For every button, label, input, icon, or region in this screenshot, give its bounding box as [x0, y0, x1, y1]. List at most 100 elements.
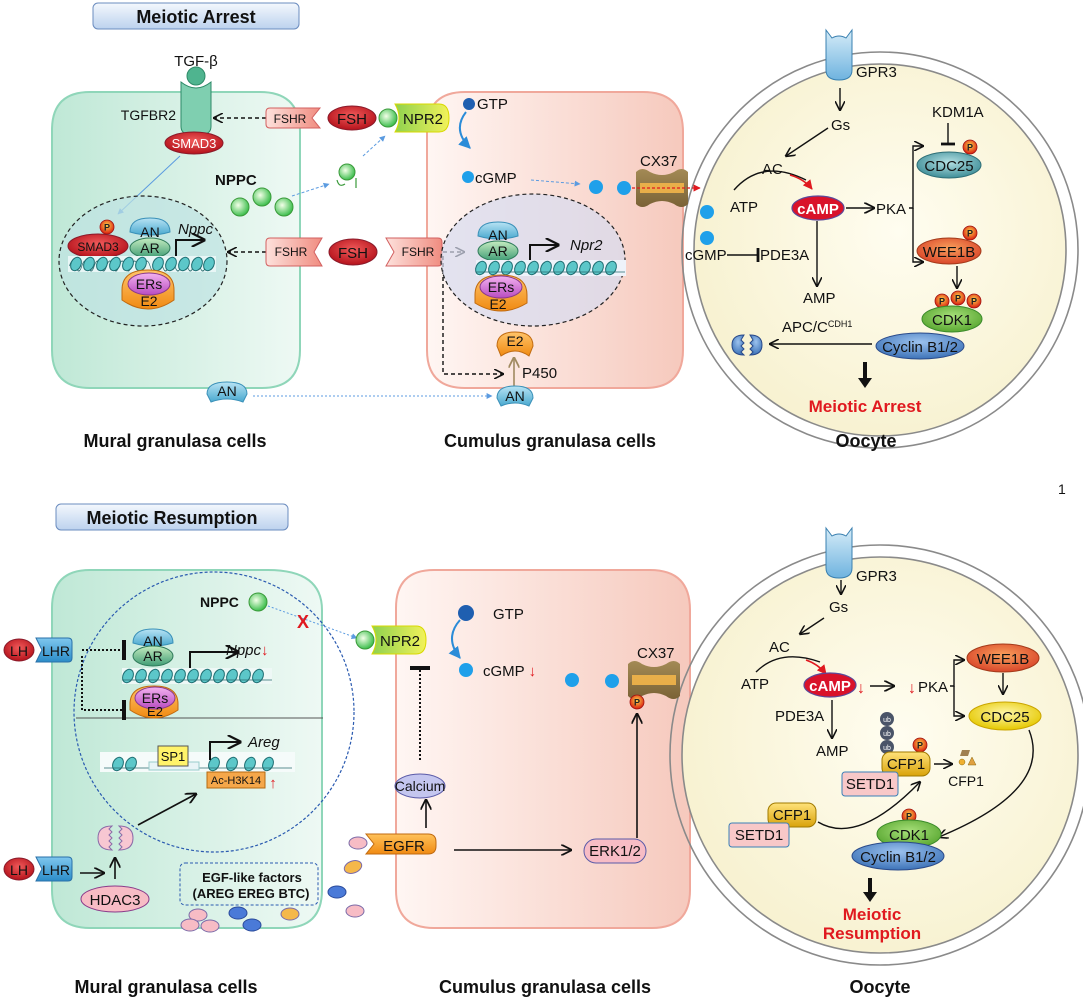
lhr-inhibits-ers [81, 656, 126, 720]
gtp-molecule [458, 605, 474, 621]
fsh-hormone-1 [327, 105, 377, 131]
oocyte-cell [681, 51, 1079, 449]
gpr3-label: GPR3 [856, 568, 897, 585]
pka-to-cdc25-arrow [953, 686, 964, 716]
an-cumulus-substrate-label: AN [505, 388, 524, 404]
ers-receptor [127, 272, 171, 296]
blocked-x-icon: X [297, 612, 309, 632]
setd1-free-label: SETD1 [735, 827, 783, 844]
pka-to-wee1b-arrow [950, 660, 964, 687]
ac-h3k14-mark [206, 771, 266, 789]
gpr3-label: GPR3 [856, 64, 897, 81]
cyclin-b-protein [875, 332, 965, 360]
erk12-kinase [583, 838, 647, 864]
degraded-cfp1-icon [958, 750, 977, 766]
lhr-receptor-1 [35, 637, 73, 663]
p450-label: P450 [522, 365, 557, 382]
setd1-protein [841, 771, 899, 797]
cdk1-label: CDK1 [932, 312, 972, 329]
cgmp-oocyte-label: cGMP [685, 247, 727, 264]
egf-ligand-particles [180, 836, 368, 933]
fsh-hormone-2 [328, 238, 378, 266]
ar-label: AR [140, 240, 159, 256]
cx37-gap-junction [628, 661, 680, 699]
lhr-label-1: LHR [42, 643, 70, 659]
meiotic-resumption-outcome-line1: Meiotic [843, 905, 902, 924]
erk12-label: ERK1/2 [589, 843, 641, 860]
cx37-label: CX37 [637, 645, 675, 662]
cdc25-protein [968, 701, 1042, 731]
cgmp-molecule [700, 205, 714, 219]
wee1b-label: WEE1B [923, 244, 976, 261]
svg-text:ub: ub [883, 717, 891, 724]
e2-label: E2 [147, 704, 163, 719]
cfp1-protein-free [767, 802, 817, 828]
gtp-molecule [463, 98, 475, 110]
fshr-label-3: FSHR [402, 245, 435, 259]
gs-to-ac-arrow [786, 127, 829, 156]
pde3a-label: PDE3A [775, 708, 824, 725]
chromatin-dna [120, 667, 272, 685]
npr2-label: NPR2 [403, 111, 443, 128]
egf-like-factors-box [179, 862, 319, 906]
egfr-label: EGFR [383, 838, 425, 855]
areg-gene-label: Areg [247, 734, 280, 751]
setd1-label: SETD1 [846, 776, 894, 793]
camp-molecule [803, 672, 857, 698]
nppc-gene-label: Nppc [178, 221, 214, 238]
atp-label: ATP [741, 676, 769, 693]
calcium-ion [394, 773, 446, 799]
amp-label: AMP [816, 743, 849, 760]
oocyte-label: Oocyte [835, 431, 896, 451]
npr2-transcription-arrow [529, 245, 558, 262]
e2-label: E2 [140, 293, 157, 309]
nppc-to-npr2-arrow [362, 135, 386, 157]
cyclin-b-protein [851, 841, 945, 871]
chromatin-dna [473, 259, 625, 277]
lh-hormone-2 [3, 857, 35, 881]
nppc-peptide [248, 592, 268, 612]
ar-cumulus-label: AR [488, 243, 507, 259]
cgmp-molecule [617, 181, 631, 195]
mural-cells-label: Mural granulasa cells [83, 431, 266, 451]
cdc25-protein [916, 151, 982, 179]
cgmp-molecule [565, 673, 579, 687]
cumulus-cells-label: Cumulus granulasa cells [439, 977, 651, 997]
page-number: 1 [1058, 481, 1066, 497]
fshr-receptor-1 [265, 107, 322, 129]
an-cumulus [496, 385, 534, 407]
setd1-protein-free [728, 822, 790, 848]
lh-label-1: LH [10, 643, 28, 659]
gtp-to-cgmp-arrow [448, 619, 461, 659]
fshr-label-1: FSHR [274, 112, 307, 126]
camp-decrease-indicator: ↓ [857, 680, 865, 697]
an-label: AN [143, 633, 162, 649]
gs-label: Gs [829, 599, 848, 616]
tgf-beta-ligand [186, 66, 206, 86]
gs-to-ac-arrow [800, 617, 825, 634]
nppc-gene-label: Nppc↓ [226, 642, 269, 659]
an-cumulus-label: AN [488, 227, 507, 243]
degraded-cyclin-icon [731, 334, 763, 356]
fshr-to-p450-arrow [442, 256, 503, 374]
lh-hormone-1 [3, 638, 35, 662]
cdc25-label: CDC25 [924, 158, 973, 175]
cgmp-molecule [605, 674, 619, 688]
pka-decrease-indicator: ↓ [908, 680, 916, 697]
nppc-transcription-arrow [189, 652, 238, 668]
mural-nucleus [73, 571, 355, 853]
svg-text:ub: ub [883, 745, 891, 752]
cgmp-molecule [462, 171, 474, 183]
ac-h3k14-label: Ac-H3K14 [211, 775, 261, 787]
pde3a-label: PDE3A [760, 247, 809, 264]
calcium-label: Calcium [395, 778, 446, 794]
kdm1a-label: KDM1A [932, 104, 984, 121]
degraded-hdac3-icon [97, 825, 134, 851]
egf-like-factors-title: EGF-like factors [202, 870, 302, 885]
ers-label: ERs [136, 276, 162, 292]
cumulus-cells-label: Cumulus granulasa cells [444, 431, 656, 451]
gs-label: Gs [831, 117, 850, 134]
cdk1-label: CDK1 [889, 827, 929, 844]
an-mural-label: AN [217, 383, 236, 399]
ac-label: AC [769, 639, 790, 656]
